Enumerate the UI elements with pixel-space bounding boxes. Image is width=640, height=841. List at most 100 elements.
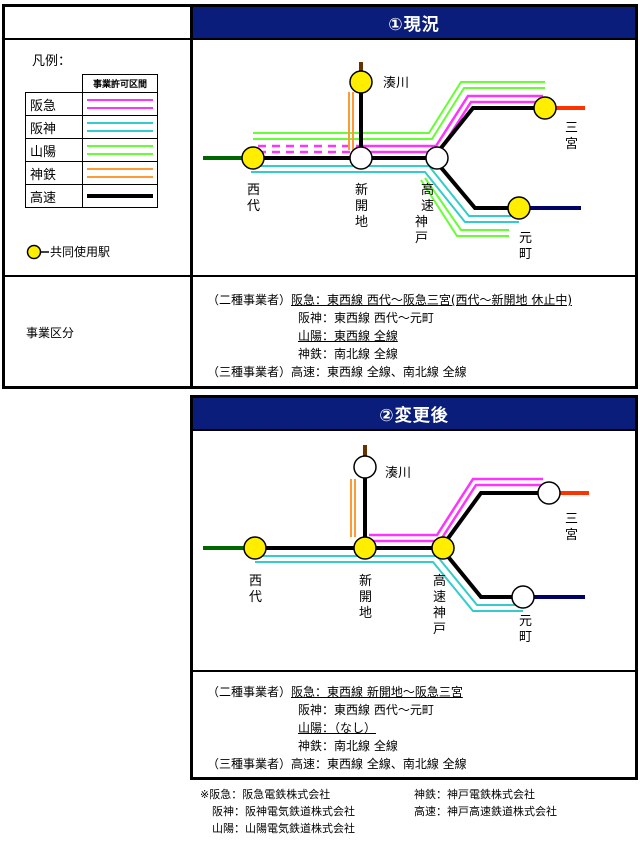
shinkaichi-char-3: 地: [355, 215, 368, 230]
legend-table: 事業許可区間 阪急 阪神 山陽 神鉄 高速: [25, 74, 158, 208]
legend-title: 凡例：: [32, 54, 72, 69]
kosoku-kobe-char-4: 戸: [415, 231, 428, 246]
footnote-0-0: ※阪急：阪急電鉄株式会社: [200, 788, 331, 801]
legend-name-hanshin: 阪神: [25, 115, 83, 139]
station-minatogawa-label: 湊川: [383, 76, 409, 91]
section1-divider-horizontal: [2, 275, 638, 277]
station-sannomiya-label: 三 宮: [565, 121, 582, 152]
after-nishidai-char-2: 代: [249, 590, 262, 605]
s1-line-4-prefix: （三種事業者）: [207, 365, 292, 379]
footnote: ※阪急：阪急電鉄株式会社 神鉄：神戸電鉄株式会社 阪神：阪神電気鉄道株式会社 高…: [200, 786, 557, 837]
after-station-sannomiya-label: 三 宮: [565, 512, 582, 543]
nishidai-char-1: 西: [247, 183, 260, 198]
s2-line-2: 山陽：（なし）: [207, 719, 467, 737]
s2-line-3: 神鉄：南北線 全線: [207, 737, 467, 755]
after-station-shinkaichi-label: 新 開 地: [359, 573, 376, 621]
section1-frame: [2, 4, 638, 389]
after-station-nishidai-label: 西 代: [249, 574, 266, 605]
s1-line-2: 山陽：東西線 全線: [207, 327, 572, 345]
after-sannomiya-char-1: 三: [565, 512, 578, 527]
after-motomachi-char-2: 町: [519, 630, 532, 645]
s1-line-1: 阪神：東西線 西代～元町: [207, 309, 572, 327]
s1-line-4: （三種事業者）高速：東西線 全線、南北線 全線: [207, 363, 572, 381]
legend-swatch-hankyu: [82, 92, 158, 116]
after-sannomiya-char-2: 宮: [565, 527, 578, 543]
after-motomachi-char-1: 元: [519, 614, 532, 629]
legend-swatch-hanshin: [82, 115, 158, 139]
map-after: 湊川 三 宮 西 代 新 開 地 高 速 神 戸 元 町: [203, 445, 589, 645]
shared-station-icon: [26, 244, 49, 260]
station-shinkaichi-label: 新 開 地: [355, 182, 372, 230]
s1-line-4-body: 高速：東西線 全線、南北線 全線: [291, 365, 467, 379]
after-nishidai-char-1: 西: [249, 574, 262, 589]
s1-line-0-prefix: （二種事業者）: [207, 293, 292, 307]
after-station-kosoku-kobe-label: 高 速 神 戸: [433, 573, 450, 637]
footnote-2-0: 山陽：山陽電気鉄道株式会社: [212, 822, 355, 835]
kosoku-kobe-char-1: 高: [421, 182, 434, 198]
section1-divider-top: [2, 38, 638, 40]
s1-line-3-body: 神鉄：南北線 全線: [298, 347, 398, 361]
section2-divider-horizontal: [190, 670, 638, 672]
footnote-1-0: 阪神：阪神電気鉄道株式会社: [212, 805, 355, 818]
s1-line-3: 神鉄：南北線 全線: [207, 345, 572, 363]
s2-line-1: 阪神：東西線 西代～元町: [207, 701, 467, 719]
sannomiya-char-1: 三: [565, 121, 578, 136]
footnote-1-1: 高速：神戸高速鉄道株式会社: [414, 805, 557, 818]
s2-line-4-prefix: （三種事業者）: [207, 757, 292, 771]
s1-line-1-body: 阪神：東西線 西代～元町: [298, 311, 434, 325]
motomachi-char-2: 町: [519, 247, 532, 262]
after-shinkaichi-char-1: 新: [359, 573, 372, 589]
s2-line-0-prefix: （二種事業者）: [207, 685, 292, 699]
station-motomachi-label: 元 町: [519, 231, 536, 262]
kosoku-kobe-char-3: 神: [415, 215, 428, 230]
s1-line-2-body: 山陽：東西線 全線: [298, 329, 398, 343]
station-kosoku-kobe-label: 高 速 神 戸: [415, 182, 438, 246]
s2-line-2-body: 山陽：（なし）: [298, 721, 377, 735]
s2-line-1-body: 阪神：東西線 西代～元町: [298, 703, 434, 717]
shared-station-label: 共同使用駅: [50, 245, 111, 259]
footnote-row-0: ※阪急：阪急電鉄株式会社 神鉄：神戸電鉄株式会社: [200, 786, 557, 803]
footnote-row-1: 阪神：阪神電気鉄道株式会社 高速：神戸高速鉄道株式会社: [200, 803, 557, 820]
s2-line-0: （二種事業者）阪急：東西線 新開地～阪急三宮: [207, 683, 467, 701]
after-kosoku-kobe-char-1: 高: [433, 573, 446, 589]
after-shinkaichi-char-2: 開: [359, 590, 372, 605]
map-current: 湊川 三 宮 西 代 新 開 地 高 速 神 戸 元 町: [203, 62, 585, 262]
legend-swatch-sanyo: [82, 138, 158, 162]
shinkaichi-char-1: 新: [355, 182, 368, 198]
section1-title: ①現況: [193, 7, 635, 38]
station-nishidai-label: 西 代: [247, 183, 264, 214]
legend-header: 事業許可区間: [82, 74, 158, 93]
s2-line-0-body: 阪急：東西線 新開地～阪急三宮: [291, 685, 463, 699]
business-category-label: 事業区分: [26, 326, 75, 340]
after-shinkaichi-char-3: 地: [359, 606, 372, 621]
after-kosoku-kobe-char-3: 神: [433, 606, 446, 621]
s2-line-4: （三種事業者）高速：東西線 全線、南北線 全線: [207, 755, 467, 773]
legend-swatch-shintetsu: [82, 161, 158, 185]
legend-swatch-kosoku: [82, 184, 158, 208]
section1-lines: （二種事業者）阪急：東西線 西代～阪急三宮(西代～新開地 休止中) 阪神：東西線…: [207, 291, 572, 381]
footnote-row-2: 山陽：山陽電気鉄道株式会社: [200, 820, 557, 837]
legend-name-hankyu: 阪急: [25, 92, 83, 116]
s1-line-0-body: 阪急：東西線 西代～阪急三宮(西代～新開地 休止中): [291, 293, 573, 307]
s1-line-0: （二種事業者）阪急：東西線 西代～阪急三宮(西代～新開地 休止中): [207, 291, 572, 309]
after-station-minatogawa-label: 湊川: [385, 466, 411, 481]
nishidai-char-2: 代: [247, 199, 260, 214]
kosoku-kobe-char-2: 速: [421, 199, 434, 214]
motomachi-char-1: 元: [519, 231, 532, 246]
section1-divider-vertical: [190, 4, 193, 389]
after-kosoku-kobe-char-2: 速: [433, 590, 446, 605]
section2-lines: （二種事業者）阪急：東西線 新開地～阪急三宮 阪神：東西線 西代～元町 山陽：（…: [207, 683, 467, 773]
legend-name-kosoku: 高速: [25, 184, 83, 208]
after-station-motomachi-label: 元 町: [519, 614, 536, 645]
sannomiya-char-2: 宮: [565, 136, 578, 152]
shinkaichi-char-2: 開: [355, 199, 368, 214]
section2-divider-top: [190, 429, 638, 431]
legend-name-shintetsu: 神鉄: [25, 161, 83, 185]
section2-title: ②変更後: [193, 398, 635, 429]
footnote-0-1: 神鉄：神戸電鉄株式会社: [414, 788, 535, 801]
after-kosoku-kobe-char-4: 戸: [433, 622, 446, 637]
s2-line-4-body: 高速：東西線 全線、南北線 全線: [291, 757, 467, 771]
s2-line-3-body: 神鉄：南北線 全線: [298, 739, 398, 753]
legend-name-sanyo: 山陽: [25, 138, 83, 162]
section2-frame: [190, 395, 638, 780]
